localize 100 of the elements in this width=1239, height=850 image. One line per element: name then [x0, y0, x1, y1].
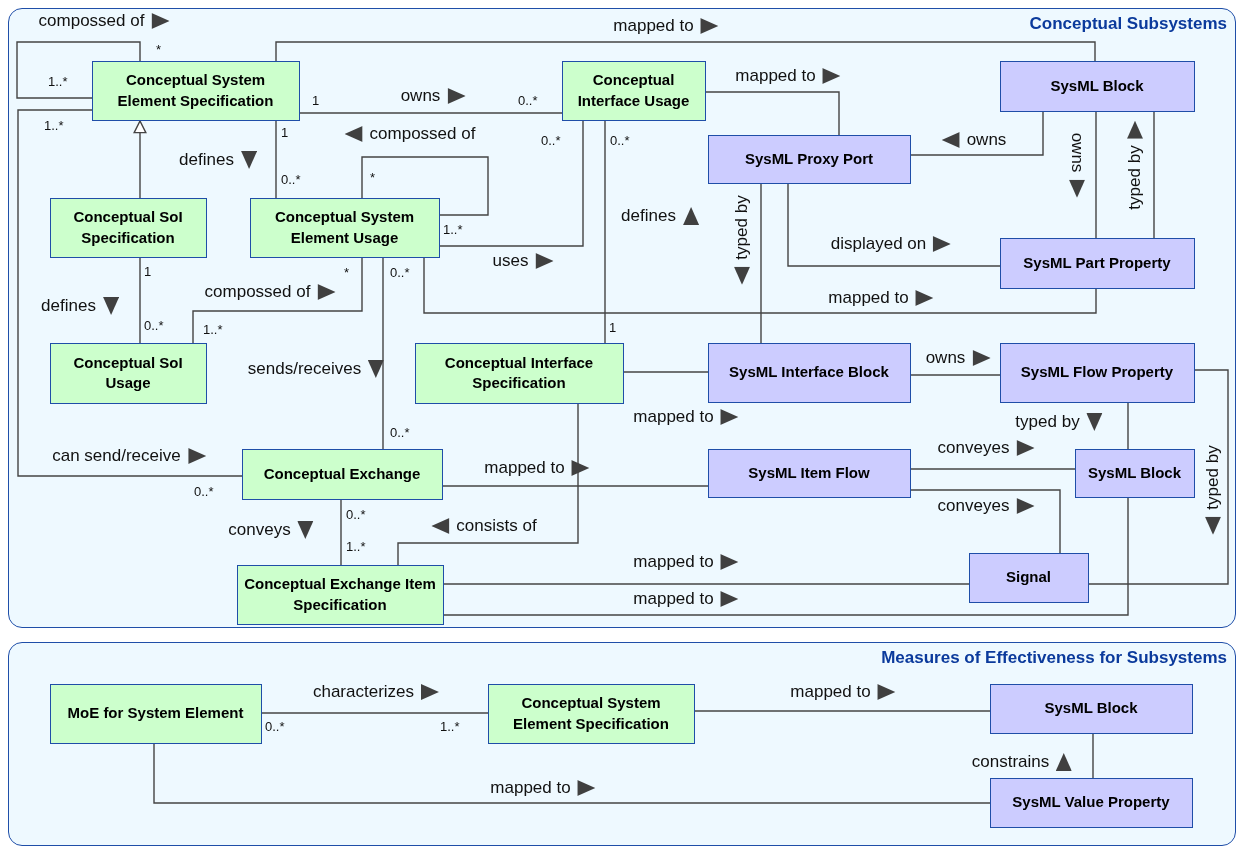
- multiplicity-label: 0..*: [265, 719, 285, 734]
- association-line: [275, 41, 1096, 62]
- multiplicity-label: 0..*: [390, 265, 410, 280]
- association-line: [139, 257, 141, 344]
- class-box: Conceptual Interface Specification: [414, 342, 624, 404]
- edge-label: consists of: [456, 516, 537, 536]
- direction-arrow: [240, 151, 257, 169]
- association-line: [705, 91, 840, 136]
- class-box: Conceptual Interface Usage: [561, 60, 706, 121]
- multiplicity-label: 0..*: [518, 93, 538, 108]
- class-box: SysML Proxy Port: [707, 134, 911, 184]
- direction-arrow: [1086, 413, 1103, 431]
- multiplicity-label: 1: [281, 125, 289, 140]
- multiplicity-label: *: [156, 42, 162, 57]
- association-line: [16, 41, 141, 99]
- association-line: [17, 109, 243, 477]
- association-line: [1095, 111, 1097, 239]
- edge-label: compossed of: [369, 124, 476, 144]
- multiplicity-label: 0..*: [390, 425, 410, 440]
- association-line: [1092, 733, 1094, 779]
- class-box: Conceptual SoI Usage: [49, 342, 207, 404]
- direction-arrow: [972, 350, 991, 366]
- direction-arrow: [941, 132, 960, 148]
- class-box: Conceptual System Element Usage: [249, 197, 440, 258]
- edge-label: typed by: [1125, 145, 1145, 210]
- edge-label: mapped to: [633, 589, 714, 609]
- direction-arrow: [447, 88, 466, 104]
- class-box: Conceptual System Element Specification: [91, 60, 300, 121]
- edge-label: mapped to: [633, 552, 714, 572]
- direction-arrow: [933, 236, 952, 252]
- edge-label: uses: [492, 251, 529, 271]
- multiplicity-label: 0..*: [346, 507, 366, 522]
- class-box: Conceptual System Element Specification: [487, 683, 695, 744]
- class-box: Conceptual SoI Specification: [49, 197, 207, 258]
- direction-arrow: [317, 284, 336, 300]
- association-line: [361, 156, 489, 216]
- edge-label: mapped to: [735, 66, 816, 86]
- direction-arrow: [1016, 498, 1035, 514]
- multiplicity-label: 1..*: [44, 118, 64, 133]
- association-line: [1127, 402, 1129, 450]
- direction-arrow: [102, 297, 119, 315]
- direction-arrow: [1056, 753, 1073, 771]
- association-line: [397, 403, 579, 566]
- direction-arrow: [877, 684, 896, 700]
- edge-label: mapped to: [790, 682, 871, 702]
- multiplicity-label: 1..*: [203, 322, 223, 337]
- multiplicity-label: *: [344, 265, 350, 280]
- class-box: SysML Value Property: [989, 777, 1193, 828]
- multiplicity-label: 0..*: [144, 318, 164, 333]
- multiplicity-label: 0..*: [194, 484, 214, 499]
- edge-label: defines: [41, 296, 96, 316]
- diagram-panel: [8, 8, 1236, 628]
- class-box: SysML Flow Property: [999, 342, 1195, 403]
- multiplicity-label: 1: [312, 93, 320, 108]
- direction-arrow: [734, 266, 750, 285]
- association-line: [604, 120, 606, 344]
- association-line: [382, 257, 384, 450]
- direction-arrow: [915, 290, 934, 306]
- association-line: [443, 583, 970, 585]
- edge-label: defines: [179, 150, 234, 170]
- edge-label: owns: [966, 130, 1007, 150]
- multiplicity-label: 1: [144, 264, 152, 279]
- edge-label: mapped to: [828, 288, 909, 308]
- class-box: Conceptual Exchange: [241, 448, 443, 500]
- association-line: [275, 120, 277, 199]
- multiplicity-label: 0..*: [281, 172, 301, 187]
- multiplicity-label: 1..*: [346, 539, 366, 554]
- multiplicity-label: 0..*: [610, 133, 630, 148]
- diagram-panel: [8, 642, 1236, 846]
- direction-arrow: [535, 253, 554, 269]
- association-line: [340, 499, 342, 566]
- association-line: [299, 112, 563, 114]
- edge-label: mapped to: [484, 458, 565, 478]
- association-line: [1088, 369, 1229, 585]
- multiplicity-label: 1: [609, 320, 617, 335]
- direction-arrow: [297, 521, 314, 539]
- association-line: [787, 183, 1001, 267]
- class-box: SysML Item Flow: [707, 448, 911, 498]
- edge-label: characterizes: [312, 682, 415, 702]
- class-box: Signal: [968, 552, 1089, 603]
- edge-label: owns: [1067, 132, 1087, 173]
- association-line: [443, 497, 1129, 616]
- direction-arrow: [1069, 179, 1085, 198]
- edge-label: compossed of: [204, 282, 311, 302]
- direction-arrow: [1127, 120, 1143, 139]
- class-box: MoE for System Element: [49, 683, 262, 744]
- class-box: SysML Block: [989, 683, 1193, 734]
- association-line: [910, 489, 1061, 554]
- edge-label: typed by: [1203, 445, 1223, 510]
- association-line: [910, 468, 1076, 470]
- association-line: [623, 371, 709, 373]
- association-line: [910, 374, 1001, 376]
- association-line: [760, 183, 762, 344]
- multiplicity-label: 0..*: [541, 133, 561, 148]
- direction-arrow: [187, 448, 206, 464]
- association-line: [439, 120, 584, 247]
- multiplicity-label: 1..*: [440, 719, 460, 734]
- association-line: [153, 743, 991, 804]
- edge-label: displayed on: [830, 234, 927, 254]
- panel-title: Conceptual Subsystems: [1029, 14, 1227, 34]
